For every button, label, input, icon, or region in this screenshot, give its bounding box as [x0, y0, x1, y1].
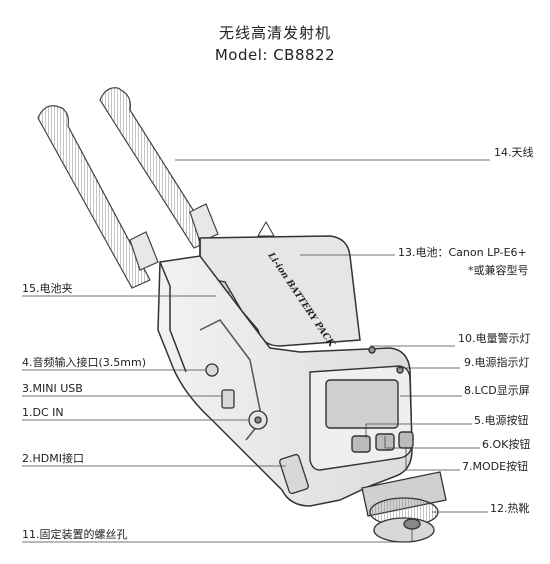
label-hdmi: 2.HDMI接口 [22, 452, 84, 465]
lcd-screen [325, 379, 399, 429]
label-lcd: 8.LCD显示屏 [464, 384, 530, 397]
side-ports [205, 363, 309, 495]
label-mode-button: 7.MODE按钮 [462, 460, 529, 473]
mode-button [398, 431, 414, 449]
label-mini-usb: 3.MINI USB [22, 382, 83, 395]
label-power-warning-light: 10.电量警示灯 [458, 332, 531, 345]
power-warning-light [368, 346, 376, 354]
leader-lines [22, 159, 490, 543]
label-hot-shoe: 12.热靴 [490, 502, 530, 515]
label-antenna: 14.天线 [494, 146, 534, 159]
front-panel [309, 346, 414, 471]
label-battery-compatible: *或兼容型号 [468, 264, 529, 277]
audio-input-port [205, 363, 219, 377]
label-battery: 13.电池：Canon LP-E6+ [398, 246, 527, 259]
diagram-title: 无线高清发射机 [218, 24, 331, 42]
label-ok-button: 6.OK按钮 [482, 438, 531, 451]
hdmi-port [279, 453, 309, 495]
label-power-button: 5.电源按钮 [474, 414, 529, 427]
power-indicator-light [396, 366, 404, 374]
label-battery-clip: 15.电池夹 [22, 282, 73, 295]
power-button [351, 435, 371, 453]
antenna-left [37, 105, 159, 289]
model-number: Model: CB8822 [214, 46, 336, 64]
mini-usb-port [221, 389, 235, 409]
hot-shoe [361, 471, 447, 543]
screw-hole [403, 518, 421, 530]
label-power-indicator: 9.电源指示灯 [464, 356, 530, 369]
label-audio-input: 4.音频输入接口(3.5mm) [22, 356, 147, 369]
antenna-right [99, 87, 219, 249]
label-mount-screw-hole: 11.固定装置的螺丝孔 [22, 528, 128, 541]
label-dc-in: 1.DC IN [22, 406, 64, 419]
